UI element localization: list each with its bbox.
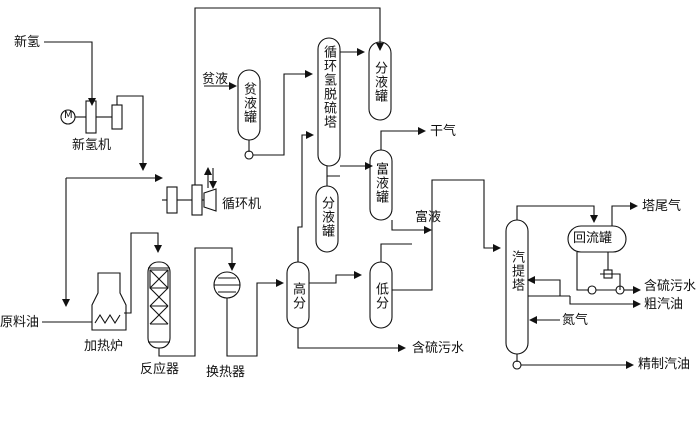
recycle-compressor-body-1 (166, 186, 178, 214)
compressor-body-1 (85, 100, 97, 134)
label-new-hydrogen-compressor: 新氢机 (72, 138, 112, 153)
label-new-hydrogen: 新氢 (14, 35, 41, 50)
hs-liquid-out (309, 271, 362, 284)
label-nitrogen: 氮气 (562, 313, 589, 328)
label-rich-liquid-tank: 富液罐 (373, 162, 388, 204)
label-rich-liquid: 富液 (415, 210, 442, 225)
label-sulfur-wastewater-right: 含硫污水 (644, 279, 697, 294)
label-reflux-tank: 回流罐 (573, 231, 613, 246)
separator-tank-top-body (368, 41, 392, 121)
compressor-discharge (116, 95, 147, 171)
label-separator-tank-mid: 分液罐 (319, 196, 334, 238)
label-lean-liquid: 贫液 (202, 72, 229, 87)
label-sulfur-wastewater-bottom: 含硫污水 (412, 341, 465, 356)
recycle-compressor-body-2 (191, 184, 203, 216)
label-stripper: 汽提塔 (509, 250, 524, 292)
compressor-body-2 (111, 104, 123, 130)
reflux-pump-1 (587, 285, 597, 295)
label-dry-gas: 干气 (430, 124, 457, 139)
exchanger-outlet (226, 279, 284, 357)
label-lean-liquid-tank: 贫液罐 (241, 82, 256, 124)
furnace-outlet (124, 232, 162, 314)
label-heat-exchanger: 换热器 (206, 365, 246, 380)
label-crude-gasoline: 粗汽油 (644, 297, 684, 312)
furnace-body (91, 272, 127, 331)
recycle-desulfurizer-body (317, 37, 341, 167)
lean-pump (244, 150, 254, 160)
new-hydrogen-line (44, 41, 96, 106)
label-furnace: 加热炉 (84, 339, 124, 354)
label-separator-tank-top: 分液罐 (372, 61, 387, 103)
label-high-separator: 高分 (290, 282, 305, 310)
label-reactor: 反应器 (140, 362, 180, 377)
label-refined-gasoline: 精制汽油 (638, 357, 691, 372)
furnace-coil (94, 313, 121, 325)
rich-liquid-line (391, 220, 432, 234)
turbine (203, 188, 217, 212)
motor-label: M (64, 110, 73, 121)
ls-liquid-out (392, 179, 501, 291)
hs-water-out (297, 328, 406, 352)
stripper-pump (512, 360, 522, 370)
label-recycle-desulfurizer: 循环氢脱硫塔 (321, 45, 336, 129)
label-low-separator: 低分 (373, 282, 388, 310)
label-recycle-compressor: 循环机 (222, 197, 262, 212)
reflux-tank-body (567, 225, 627, 253)
dry-gas-line (380, 127, 426, 150)
recycle-discharge (194, 7, 384, 185)
label-tower-tail-gas: 塔尾气 (642, 199, 682, 214)
label-feed-oil: 原料油 (0, 315, 40, 330)
